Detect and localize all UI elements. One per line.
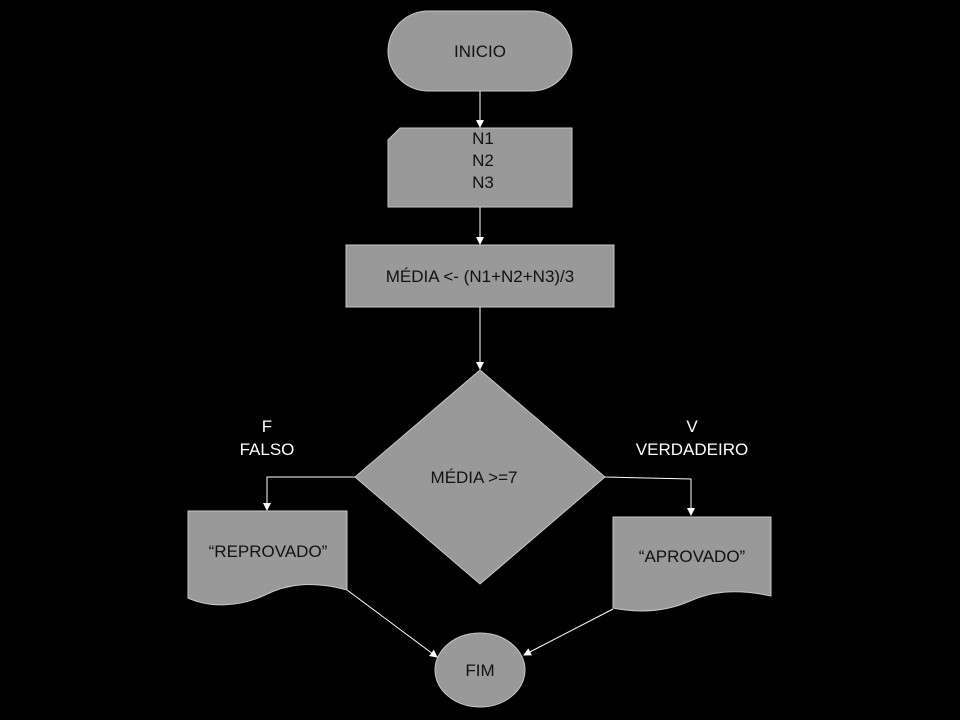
connector-true-to-end: [523, 608, 614, 656]
decision-label: MÉDIA >=7: [431, 468, 518, 487]
input-node: N1 N2 N3: [387, 127, 573, 208]
false-output-label: “REPROVADO”: [209, 542, 328, 561]
true-long-label: VERDADEIRO: [636, 440, 748, 459]
input-line-2: N2: [472, 151, 494, 170]
process-label: MÉDIA <- (N1+N2+N3)/3: [386, 267, 575, 286]
process-node: MÉDIA <- (N1+N2+N3)/3: [345, 244, 615, 308]
process-shape: [345, 244, 615, 308]
connector-false-to-end: [346, 589, 438, 658]
false-output-node: “REPROVADO”: [187, 510, 348, 606]
end-label: FIM: [465, 661, 494, 680]
start-node: INICIO: [387, 10, 573, 92]
true-output-node: “APROVADO”: [612, 516, 772, 612]
false-output-shape: [187, 510, 348, 606]
connector-decision-to-false: [263, 476, 355, 511]
true-output-shape: [612, 516, 772, 612]
false-short-label: F: [262, 417, 272, 436]
connector-decision-to-true: [604, 476, 695, 516]
decision-node: MÉDIA >=7: [354, 369, 606, 585]
false-long-label: FALSO: [240, 440, 295, 459]
start-label: INICIO: [454, 42, 506, 61]
true-output-label: “APROVADO”: [639, 547, 746, 566]
decision-shape: [354, 369, 606, 585]
input-line-3: N3: [472, 173, 494, 192]
end-shape: [434, 632, 526, 708]
true-short-label: V: [686, 417, 698, 436]
end-node: FIM: [434, 632, 526, 708]
input-shape: [387, 127, 573, 208]
input-line-1: N1: [472, 129, 494, 148]
start-shape: [387, 10, 573, 92]
